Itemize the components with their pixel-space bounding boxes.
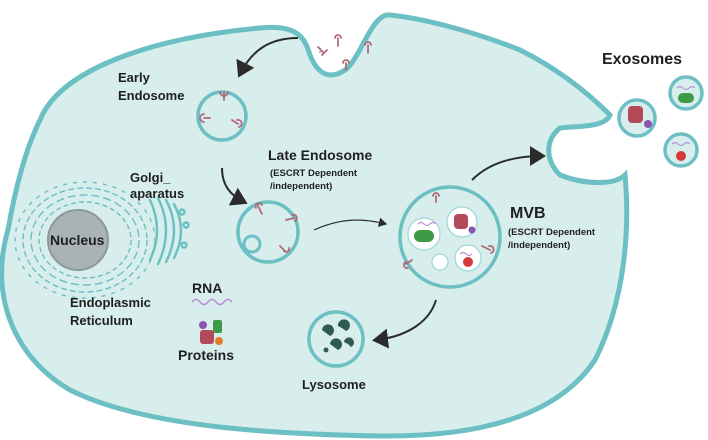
label-er-2: Reticulum [70, 313, 133, 328]
label-golgi-2: aparatus [130, 186, 184, 201]
nucleus [47, 209, 109, 271]
proteins-icon [199, 320, 223, 345]
golgi-apparatus [148, 196, 190, 266]
label-early-endosome-2: Endosome [118, 88, 184, 103]
label-early-endosome-1: Early [118, 70, 151, 85]
exosome-2 [668, 75, 704, 111]
multivesicular-body [398, 185, 502, 289]
label-proteins: Proteins [178, 347, 234, 363]
label-late-endosome: Late Endosome [268, 147, 372, 163]
exosome-3 [663, 132, 699, 168]
late-endosome [236, 200, 300, 264]
arrow-to-mvb [313, 217, 388, 231]
label-mvb-sub1: (ESCRT Dependent [508, 227, 596, 238]
exosome-1 [617, 98, 657, 138]
label-er-1: Endoplasmic [70, 295, 151, 310]
label-nucleus: Nucleus [50, 232, 105, 248]
budding-vesicle [317, 34, 372, 71]
lysosome [307, 310, 365, 368]
label-rna: RNA [192, 280, 222, 296]
er-network [14, 181, 156, 299]
label-mvb-sub2: /independent) [508, 240, 570, 251]
label-golgi-1: Golgi_ [130, 170, 171, 185]
arrow-to-lysosome [372, 299, 437, 349]
cell-membrane [0, 12, 630, 439]
arrow-to-early-endosome [236, 37, 299, 78]
rna-icon [191, 298, 233, 306]
label-late-endosome-sub1: (ESCRT Dependent [270, 168, 358, 179]
arrow-to-late-endosome [221, 167, 248, 206]
label-exosomes: Exosomes [602, 51, 682, 68]
label-late-endosome-sub2: /independent) [270, 181, 332, 192]
label-lysosome: Lysosome [302, 377, 366, 392]
early-endosome [196, 90, 248, 142]
arrow-to-exosomes [471, 146, 546, 181]
label-mvb: MVB [510, 205, 546, 222]
